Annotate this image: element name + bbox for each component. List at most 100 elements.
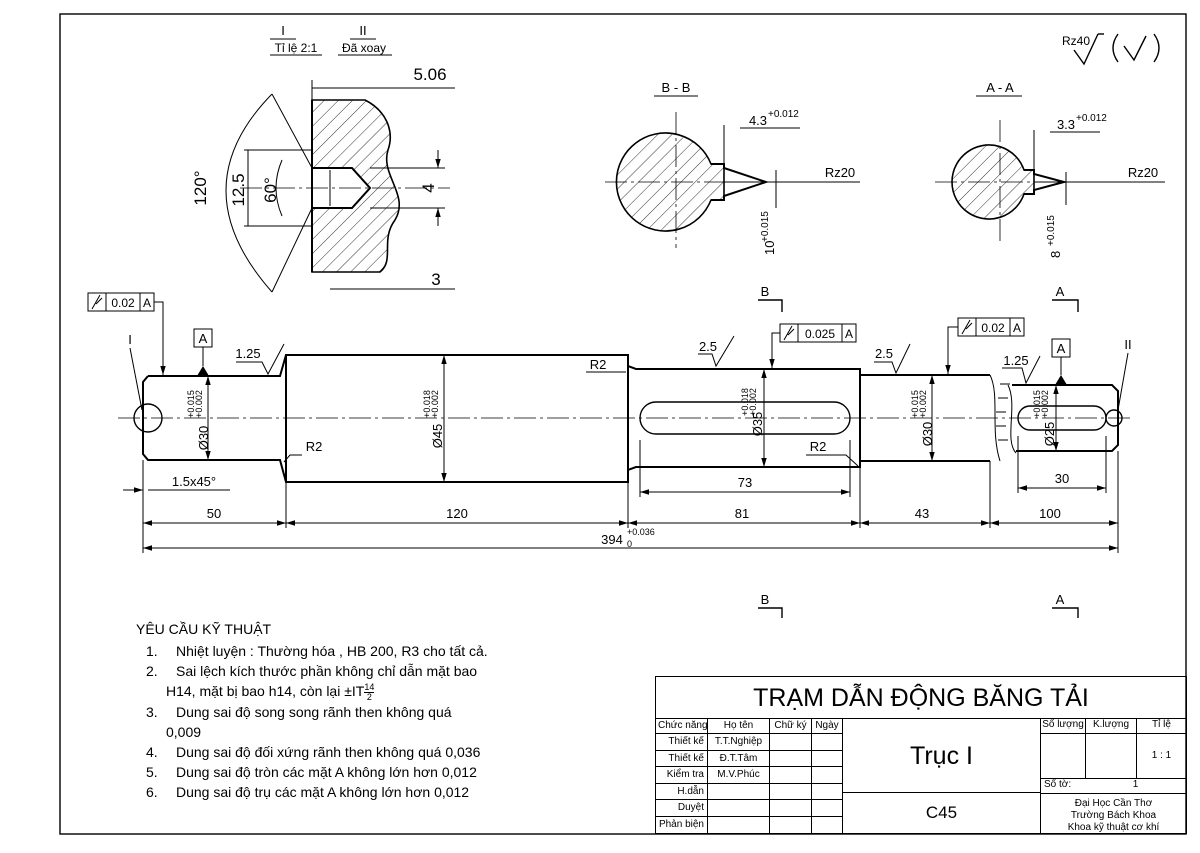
dim-dia25: Ø25: [1042, 422, 1057, 447]
tol-right-datum: A: [1013, 321, 1021, 335]
requirement-text: Sai lệch kích thước phần không chỉ dẫn m…: [176, 663, 478, 679]
tol-mid-value: 0.025: [805, 327, 835, 341]
requirements-list: 1.Nhiệt luyện : Thường hóa , HB 200, R3 …: [136, 641, 496, 802]
bb-depth-tol: +0.015: [760, 211, 771, 242]
row-date: [812, 817, 842, 834]
bb-rz20: Rz20: [825, 165, 855, 180]
col-sign: Chữ ký: [770, 719, 812, 733]
dim-len-50: 50: [207, 506, 221, 521]
fillet-r2c: R2: [810, 439, 827, 454]
dim-dia25-tol-up: +0.015: [1032, 390, 1042, 418]
project-title: TRẠM DẪN ĐỘNG BĂNG TẢI: [656, 677, 1186, 719]
dim-len-100: 100: [1039, 506, 1061, 521]
row-role: Thiết kế: [656, 734, 708, 750]
rough-1-25a: 1.25: [235, 346, 260, 361]
requirement-item: 2. Sai lệch kích thước phần không chỉ dẫn…: [146, 661, 496, 702]
row-sign: [770, 783, 812, 799]
dim-total-tol-lo: 0: [627, 539, 632, 549]
requirement-number: 5.: [146, 763, 158, 780]
row-sign: [770, 800, 812, 816]
requirement-item: 5. Dung sai độ tròn các mặt A không lớn h…: [146, 762, 496, 782]
row-sign: [770, 767, 812, 783]
roughness-symbol: Rz40: [1062, 33, 1160, 66]
org-3: Khoa kỹ thuật cơ khí: [1067, 822, 1160, 833]
detail-scale-2: Đã xoay: [342, 41, 386, 55]
roughness-rz40: Rz40: [1062, 34, 1090, 48]
shaft-view: Ø30 +0.015 +0.002 Ø45 +0.018 +0.002 Ø35 …: [87, 292, 1132, 553]
row-role: Duyệt: [656, 800, 708, 816]
fillet-r2b: R2: [306, 439, 323, 454]
col-date: Ngày: [815, 720, 839, 731]
cut-b-top: B: [761, 284, 770, 299]
sheet-value: 1: [1132, 779, 1139, 790]
tol-frame-left: 0.02 A: [87, 292, 166, 375]
tol-right-value: 0.02: [981, 321, 1005, 335]
requirement-number: 2.: [146, 663, 158, 679]
row-name: [708, 800, 770, 816]
datum-a-left: A: [199, 331, 208, 346]
dim-dia30b: Ø30: [920, 422, 935, 447]
callout-detail-ii: II: [1124, 337, 1131, 352]
row-name: T.T.Nghiệp: [708, 734, 770, 750]
rough-1-25b: 1.25: [1003, 353, 1028, 368]
dim-key-73: 73: [738, 475, 752, 490]
material: C45: [842, 793, 1040, 833]
dim-chamfer: 1.5x45°: [172, 474, 216, 489]
row-role: Thiết kế: [656, 750, 708, 766]
signature-row: Phản biện: [656, 816, 842, 834]
requirement-number: 6.: [146, 783, 158, 800]
requirements-title: YÊU CẦU KỸ THUẬT: [136, 621, 272, 637]
aa-width-tol: +0.012: [1076, 113, 1107, 124]
dim-dia45: Ø45: [430, 424, 445, 449]
dim-12-5: 12.5: [229, 173, 248, 206]
dim-len-43: 43: [915, 506, 929, 521]
row-name: [708, 816, 770, 833]
cut-a-top: A: [1056, 284, 1065, 299]
rough-2-5b: 2.5: [875, 346, 893, 361]
fillet-r2a: R2: [590, 357, 607, 372]
dim-4: 4: [419, 183, 438, 192]
row-date: [812, 751, 842, 767]
row-role: H.dẫn: [656, 783, 708, 799]
requirement-item: 4.Dung sai độ đối xứng rãnh then không q…: [146, 742, 496, 762]
row-role: Kiểm tra: [656, 767, 708, 783]
requirement-text: Dung sai độ tròn các mặt A không lớn hơn…: [176, 763, 477, 780]
dim-dia35-tol-lo: +0.002: [748, 388, 758, 416]
dim-dia35-tol-up: +0.018: [740, 388, 750, 416]
requirement-item: 3.Dung sai độ song song rãnh then không …: [146, 702, 496, 742]
row-sign: [770, 816, 812, 833]
aa-depth-tol: +0.015: [1046, 215, 1057, 246]
row-name: M.V.Phúc: [708, 767, 770, 783]
col-role: Chức năng: [658, 719, 708, 733]
requirement-text: Dung sai độ song song rãnh then không qu…: [176, 703, 452, 720]
hdr-qty: Số lượng: [1041, 719, 1086, 733]
dim-len-120: 120: [446, 506, 468, 521]
tol-frame-right: 0.02 A: [945, 317, 1025, 374]
hdr-scale: Tỉ lệ: [1152, 719, 1171, 730]
requirement-number: 4.: [146, 743, 158, 760]
bb-width-tol: +0.012: [768, 109, 799, 120]
detail-view: I Tỉ lệ 2:1 II Đã xoay 5.06 3 4 12.5: [191, 23, 455, 293]
sheet-label: Số tờ:: [1044, 779, 1072, 790]
row-sign: [770, 734, 812, 750]
requirement-item: 1.Nhiệt luyện : Thường hóa , HB 200, R3 …: [146, 641, 496, 661]
part-name: Trục I: [842, 719, 1040, 793]
signature-row: H.dẫn: [656, 783, 842, 800]
aa-rz20: Rz20: [1128, 165, 1158, 180]
dim-dia25-tol-lo: +0.002: [1040, 390, 1050, 418]
dim-total-tol-up: +0.036: [627, 527, 655, 537]
technical-requirements: YÊU CẦU KỸ THUẬT 1.Nhiệt luyện : Thường …: [136, 619, 496, 802]
dim-dia30b-tol-lo: +0.002: [918, 390, 928, 418]
row-role: Phản biện: [656, 816, 708, 833]
section-aa: A - A 3.3 +0.012 Rz20 8 +0.015: [935, 80, 1165, 258]
hdr-mass: K.lượng: [1086, 719, 1137, 733]
requirement-number: 1.: [146, 643, 158, 659]
tol-frame-mid: 0.025 A: [769, 323, 857, 368]
datum-a-right: A: [1057, 341, 1066, 356]
